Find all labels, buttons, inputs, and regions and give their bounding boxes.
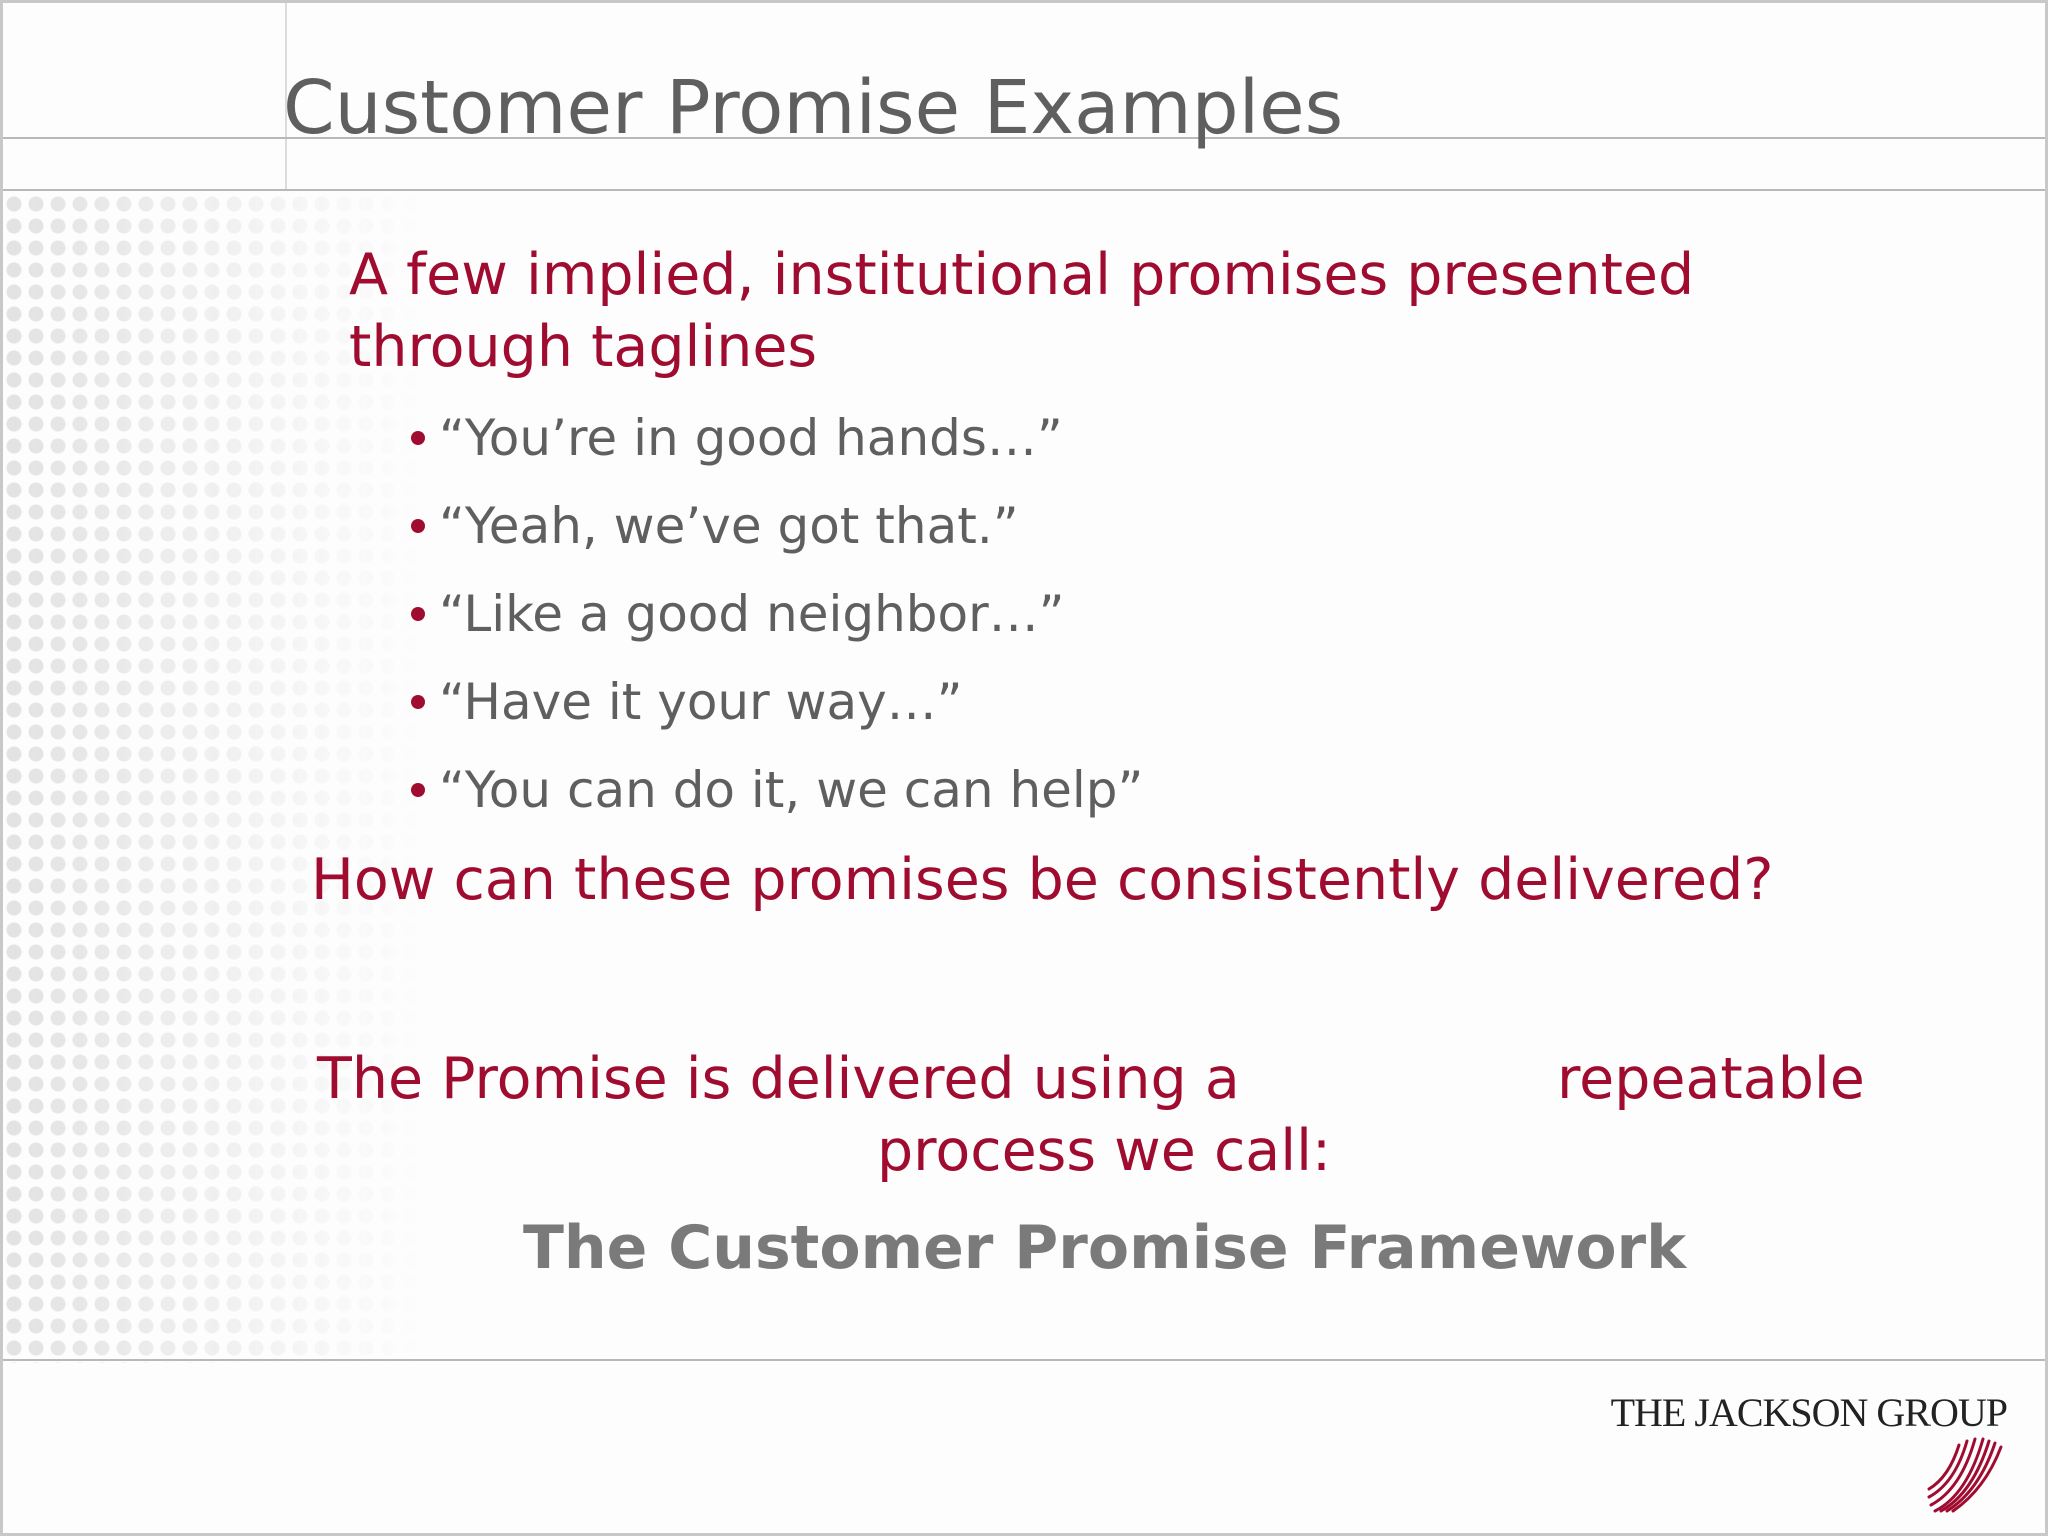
halftone-texture (3, 193, 423, 1363)
list-item: “You’re in good hands…” (411, 403, 1143, 491)
tagline-text: “Yeah, we’ve got that.” (439, 497, 1019, 555)
list-item: “Like a good neighbor…” (411, 579, 1143, 667)
footer-rule (3, 1359, 2045, 1361)
framework-name: The Customer Promise Framework (523, 1213, 1687, 1283)
statement-part-2: repeatable (1557, 1046, 1865, 1112)
header-vertical-rule (285, 3, 287, 191)
logo-text: THE JACKSON GROUP (1610, 1390, 2008, 1435)
tagline-text: “You can do it, we can help” (439, 761, 1144, 819)
statement-part-1: The Promise is delivered using a (317, 1046, 1240, 1112)
tagline-text: “Have it your way…” (439, 673, 963, 731)
list-item: “Have it your way…” (411, 667, 1143, 755)
header-rule-top (3, 137, 2045, 139)
list-item: “You can do it, we can help” (411, 755, 1143, 843)
company-logo: THE JACKSON GROUP (1587, 1389, 2008, 1513)
tagline-text: “Like a good neighbor…” (439, 585, 1065, 643)
bullet-icon (411, 694, 425, 709)
header-rule-bottom (3, 189, 2045, 191)
tagline-text: “You’re in good hands…” (439, 409, 1063, 467)
bullet-icon (411, 782, 425, 797)
list-item: “Yeah, we’ve got that.” (411, 491, 1143, 579)
statement-part-3: process we call: (877, 1118, 1332, 1184)
intro-text: A few implied, institutional promises pr… (349, 242, 1695, 380)
bullet-icon (411, 518, 425, 533)
slide-title: Customer Promise Examples (283, 65, 1344, 151)
red-swoosh-lines-icon (1927, 1437, 2003, 1513)
tagline-list: “You’re in good hands…” “Yeah, we’ve got… (411, 403, 1143, 843)
question-text: How can these promises be consistently d… (311, 847, 1774, 913)
bullet-icon (411, 430, 425, 445)
bullet-icon (411, 606, 425, 621)
